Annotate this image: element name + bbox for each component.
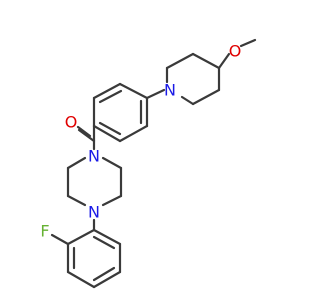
bond [66,194,87,207]
piperazine-nitrogen-top-label: N [88,147,100,166]
structure-canvas: O N O N N F [40,38,257,289]
bond [191,88,221,106]
bond [180,95,195,106]
molecule-structure: O N O N N F [40,38,257,289]
bond [118,82,149,100]
bond [92,82,122,100]
piperazine-nitrogen-bottom-label: N [88,203,100,222]
bond [50,233,70,246]
bond [92,228,122,246]
bond [92,266,116,282]
piperidine-nitrogen-label: N [164,81,176,100]
bond [217,52,231,70]
bond [98,89,123,104]
bond [76,125,92,138]
bond [145,88,166,100]
bond [66,228,96,246]
bond [98,121,122,136]
bond [92,235,116,250]
bond [239,38,257,48]
bond [191,52,221,70]
methoxy-oxygen-label: O [229,42,242,61]
bond [92,124,122,143]
carbonyl-oxygen-label: O [65,113,78,132]
bond [101,194,123,207]
bond [165,52,195,70]
bond [101,156,123,170]
bond [66,156,87,170]
bond [92,270,122,289]
fluorine-label: F [40,222,49,241]
bond [77,128,96,143]
bond [118,124,149,143]
bond [66,270,96,289]
